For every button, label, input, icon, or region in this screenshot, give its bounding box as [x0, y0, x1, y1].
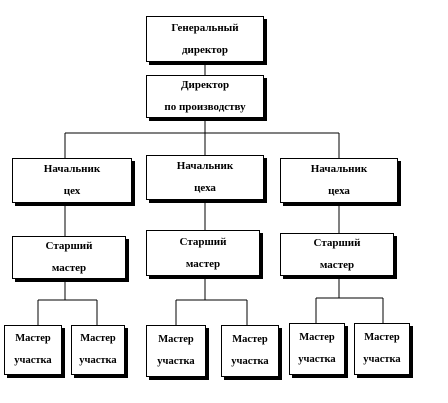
node-line1: Мастер — [80, 333, 116, 345]
node-line1: Старший — [179, 235, 227, 248]
node-section-master-4: Мастер участка — [221, 325, 279, 377]
node-line2: мастер — [51, 262, 87, 274]
node-line2: мастер — [185, 257, 221, 270]
node-line2: участка — [298, 353, 336, 365]
node-line2: цех — [63, 185, 81, 197]
node-section-master-3: Мастер участка — [146, 325, 206, 377]
node-senior-master-2: Старший мастер — [146, 230, 260, 276]
node-line1: Директор — [180, 79, 230, 92]
node-line1: Начальник — [310, 163, 368, 176]
node-line2: участка — [157, 355, 195, 367]
node-general-director: Генеральный директор — [146, 16, 264, 62]
node-line1: Генеральный — [171, 21, 239, 34]
node-section-master-2: Мастер участка — [71, 325, 125, 375]
node-line1: Мастер — [158, 334, 194, 346]
node-line2: участка — [14, 354, 52, 366]
node-line2: цеха — [194, 182, 216, 194]
node-line2: цеха — [328, 185, 350, 197]
node-line1: Мастер — [232, 334, 268, 346]
node-line1: Начальник — [176, 160, 234, 173]
node-line1: Старший — [313, 237, 361, 250]
node-line2: участка — [231, 355, 269, 367]
node-line2: по производству — [164, 101, 246, 113]
node-line1: Начальник — [43, 163, 101, 176]
node-head-shop-2: Начальник цеха — [146, 155, 264, 200]
node-line2: мастер — [319, 259, 355, 271]
node-line1: Мастер — [15, 333, 51, 345]
node-line2: участка — [79, 354, 117, 366]
node-section-master-1: Мастер участка — [4, 325, 62, 375]
node-head-shop-3: Начальник цеха — [280, 158, 398, 203]
node-production-director: Директор по производству — [146, 75, 264, 118]
node-line1: Мастер — [299, 332, 335, 344]
node-section-master-6: Мастер участка — [354, 323, 410, 375]
node-line1: Мастер — [364, 332, 400, 344]
node-senior-master-3: Старший мастер — [280, 233, 394, 276]
node-senior-master-1: Старший мастер — [12, 236, 126, 279]
node-section-master-5: Мастер участка — [289, 323, 345, 375]
node-line2: директор — [181, 43, 229, 56]
node-head-shop-1: Начальник цех — [12, 158, 132, 203]
node-line2: участка — [363, 353, 401, 365]
node-line1: Старший — [45, 240, 93, 253]
